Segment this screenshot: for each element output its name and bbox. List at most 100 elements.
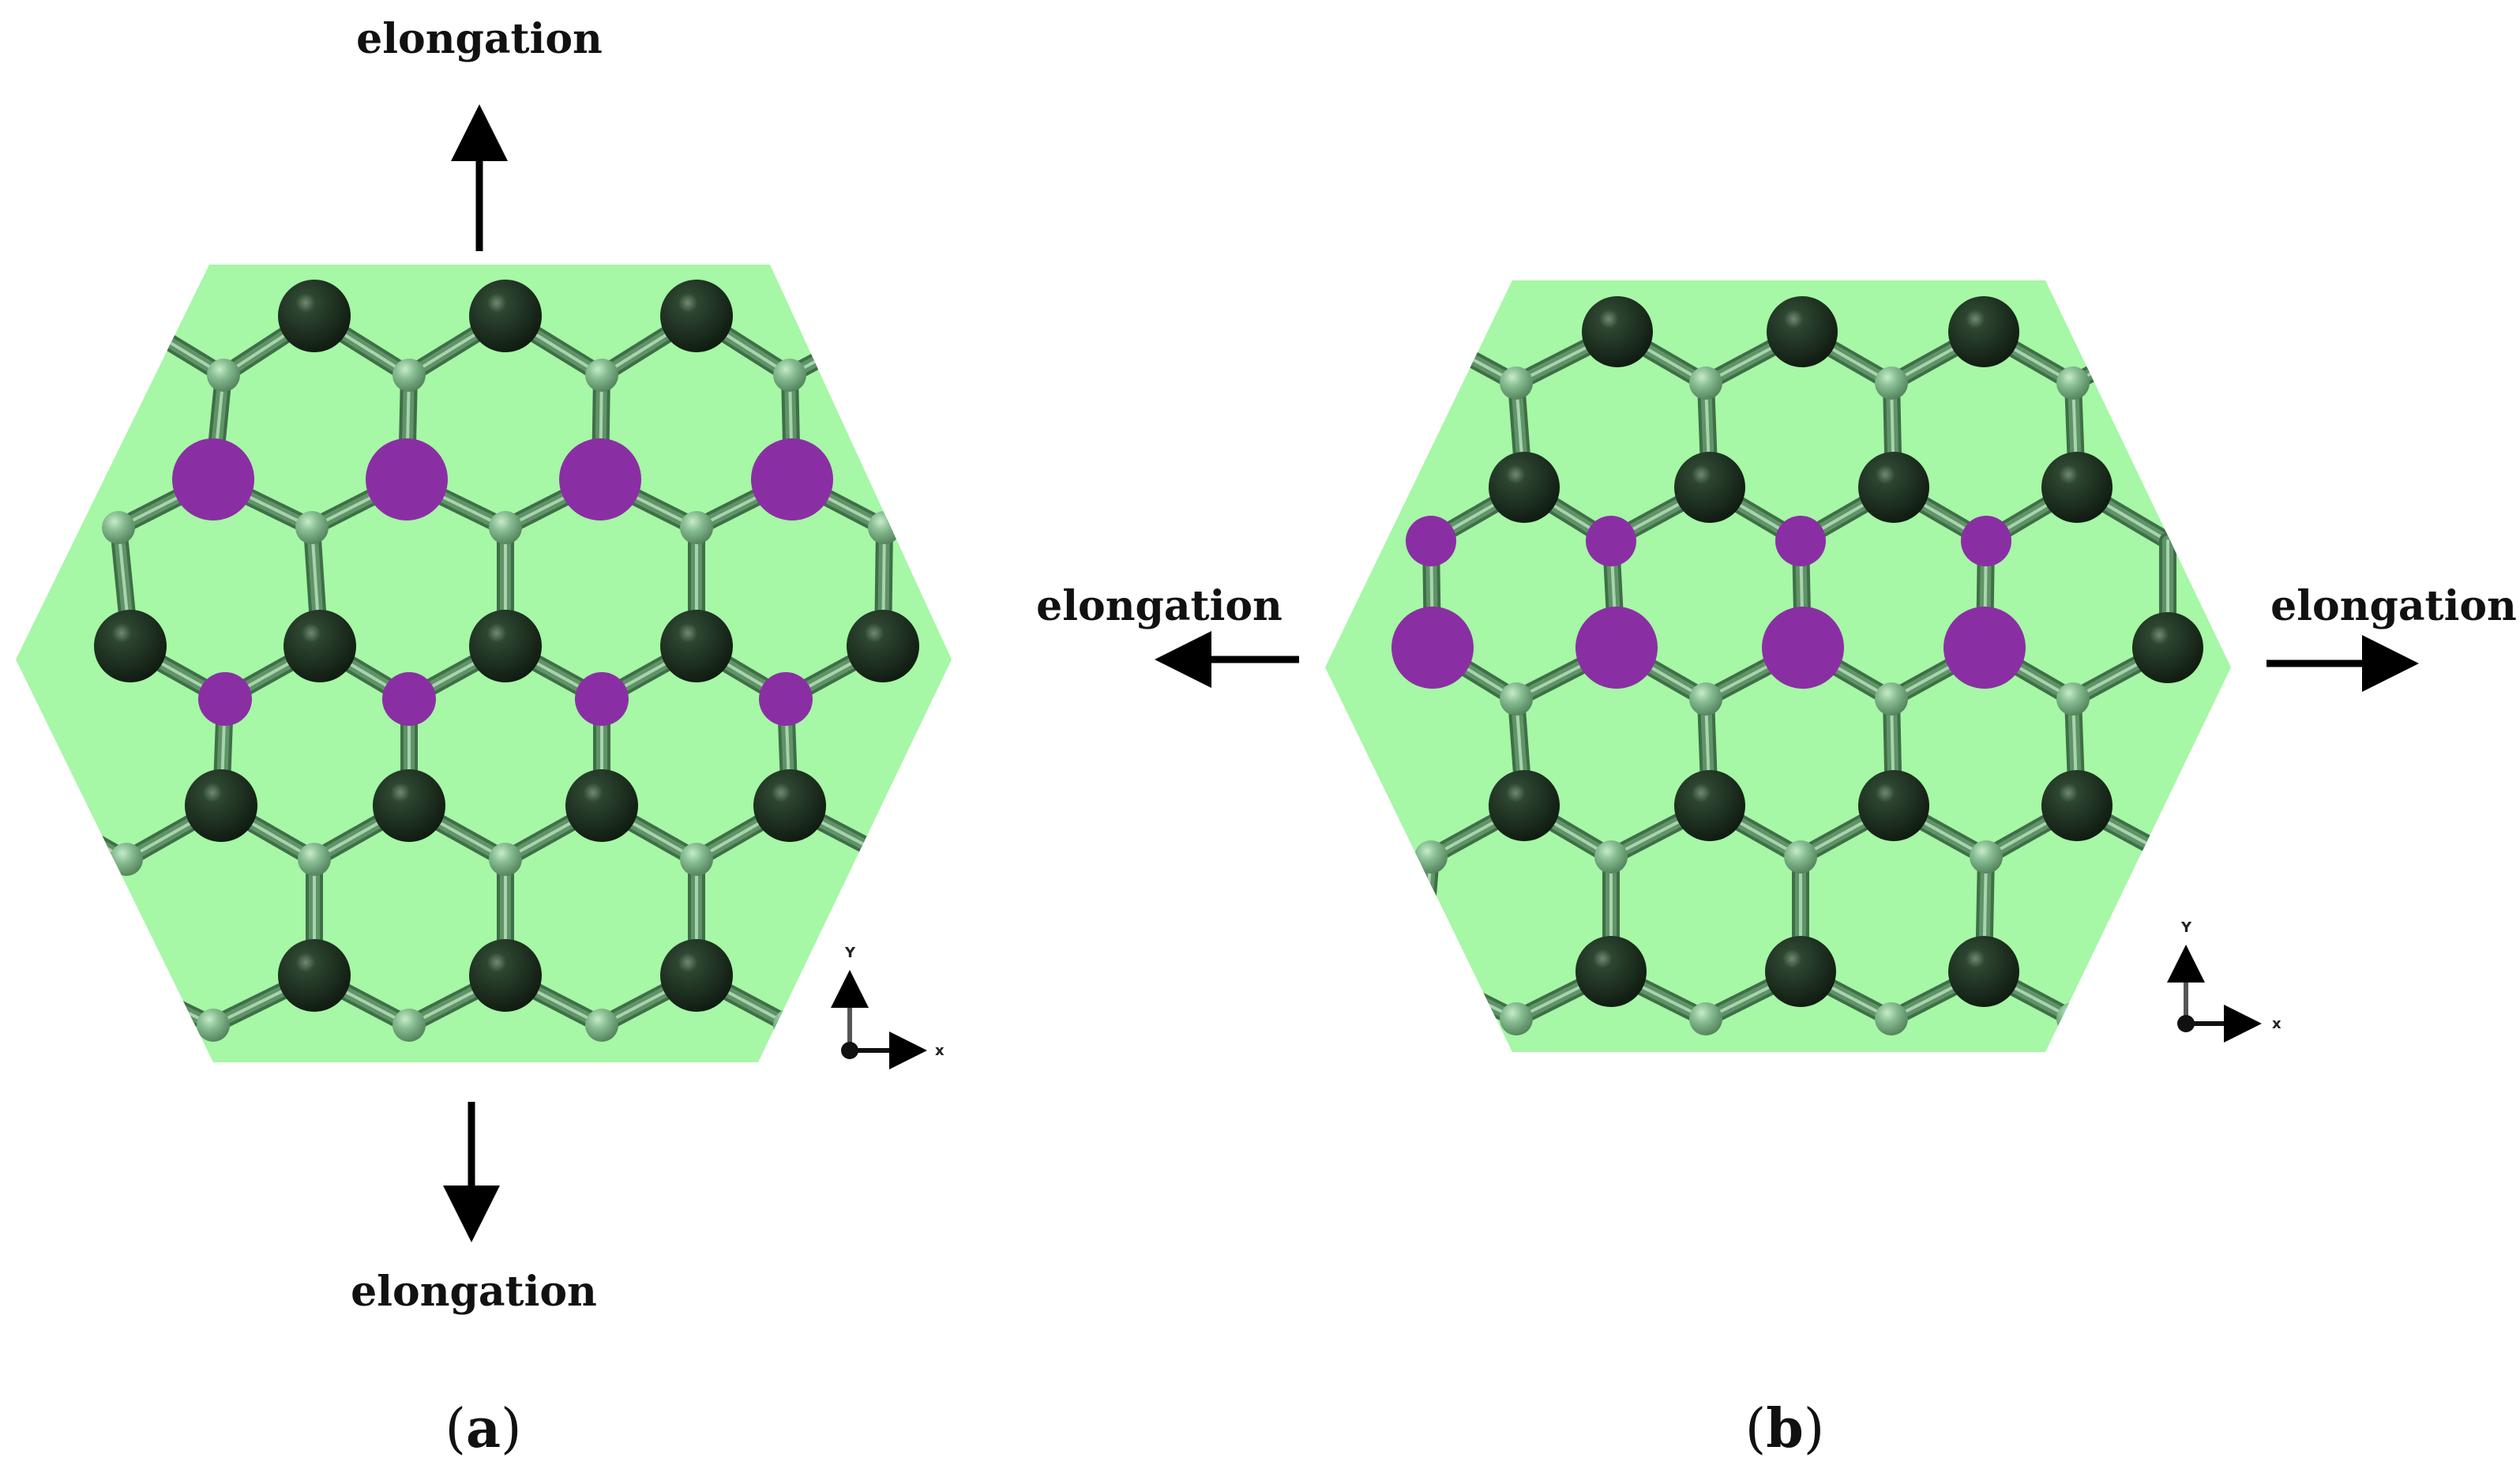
dark-atom [469,610,542,682]
small-atom [1689,682,1722,716]
dark-atom [1582,296,1653,367]
dark-atom [1674,770,1745,841]
panel-b-axis-y-label: Y [2180,919,2192,936]
panel-a-elongation-label-bottom: elongation [351,1268,597,1316]
panel-a-axis-y-label: Y [844,945,856,961]
small-atom [773,359,806,392]
small-atom [1784,840,1817,874]
dark-atom [185,769,257,842]
dark-atom [1489,770,1560,841]
panel-a-axis-triad: Y x [831,945,945,1069]
dark-atom [660,280,733,352]
bond [2067,966,2185,1024]
small-atom [2056,682,2090,716]
dark-atom [469,280,542,352]
small-atom [197,1009,230,1042]
purple-atom [1406,516,1456,566]
dark-atom [847,610,919,682]
dark-atom [1858,770,1929,841]
dark-atom [1575,936,1647,1007]
dark-atom [565,769,638,842]
dark-atom [1948,296,2019,367]
purple-atom [1762,607,1844,689]
small-atom [1500,1002,1533,1035]
purple-atom [1961,516,2011,566]
small-atom [1689,1002,1722,1035]
dark-atom [1767,296,1838,367]
small-atom [102,511,135,544]
panel-b-axis-x-label: x [2272,1016,2282,1032]
purple-atom [1944,607,2026,689]
panel-a-atoms [94,280,919,1042]
small-atom [2056,1002,2090,1035]
small-atom [1875,1002,1908,1035]
panel-b-elongation-label-left: elongation [1036,582,1283,630]
purple-atom [1586,516,1636,566]
panel-b-axis-triad: Y x [2167,919,2282,1043]
purple-atom [382,672,436,726]
small-atom [868,511,901,544]
panel-b-caption: (b) [1745,1397,1825,1460]
dark-atom [2132,612,2203,683]
panel-a-caption: (a) [445,1397,521,1460]
small-atom [585,359,618,392]
dark-atom [753,769,826,842]
dark-atom [2041,770,2113,841]
small-atom [207,359,240,392]
dark-atom [2041,452,2113,523]
purple-atom [575,672,629,726]
panel-a: elongation elongation Y x (a) [16,15,952,1460]
panel-b-caption-letter: b [1766,1397,1804,1460]
panel-b: elongation elongation Y x (b) [1036,280,2517,1460]
purple-atom [1391,607,1474,689]
dark-atom [660,610,733,682]
purple-atom [1775,516,1826,566]
small-atom [1875,366,1908,400]
dark-atom [284,610,356,682]
small-atom [489,843,522,876]
dark-atom [1674,452,1745,523]
dark-atom [1765,936,1836,1007]
small-atom [1875,682,1908,716]
purple-atom [366,438,448,520]
small-atom [1970,840,2003,874]
small-atom [773,1009,806,1042]
purple-atom [759,672,813,726]
small-atom [1500,366,1533,400]
panel-b-elongation-label-right: elongation [2270,582,2517,630]
panel-a-axis-x-label: x [935,1043,945,1059]
dark-atom [278,939,351,1012]
bond-outline [2064,963,2188,1028]
small-atom [1594,840,1628,874]
small-atom [680,843,713,876]
small-atom [1414,840,1448,874]
bond-outline [781,967,893,1034]
bond-highlight [2071,330,2173,385]
bond-highlight [2071,970,2181,1020]
small-atom [2155,840,2188,874]
panel-b-atoms [1391,296,2203,1035]
dark-atom [1858,452,1929,523]
dark-atom [1489,452,1560,523]
panel-a-caption-letter: a [466,1397,501,1460]
small-atom [110,843,143,876]
dark-atom [469,939,542,1012]
bond-highlight [788,974,886,1027]
dark-atom [1948,936,2019,1007]
small-atom [2056,366,2090,400]
dark-atom [278,280,351,352]
purple-atom [1575,607,1658,689]
dark-atom [94,610,167,682]
bond [784,970,890,1031]
small-atom [489,511,522,544]
purple-atom [559,438,641,520]
small-atom [392,359,426,392]
panel-a-elongation-label-top: elongation [356,15,603,63]
dark-atom [373,769,445,842]
small-atom [585,1009,618,1042]
small-atom [298,843,331,876]
dark-atom [660,939,733,1012]
small-atom [1500,682,1533,716]
small-atom [295,511,329,544]
